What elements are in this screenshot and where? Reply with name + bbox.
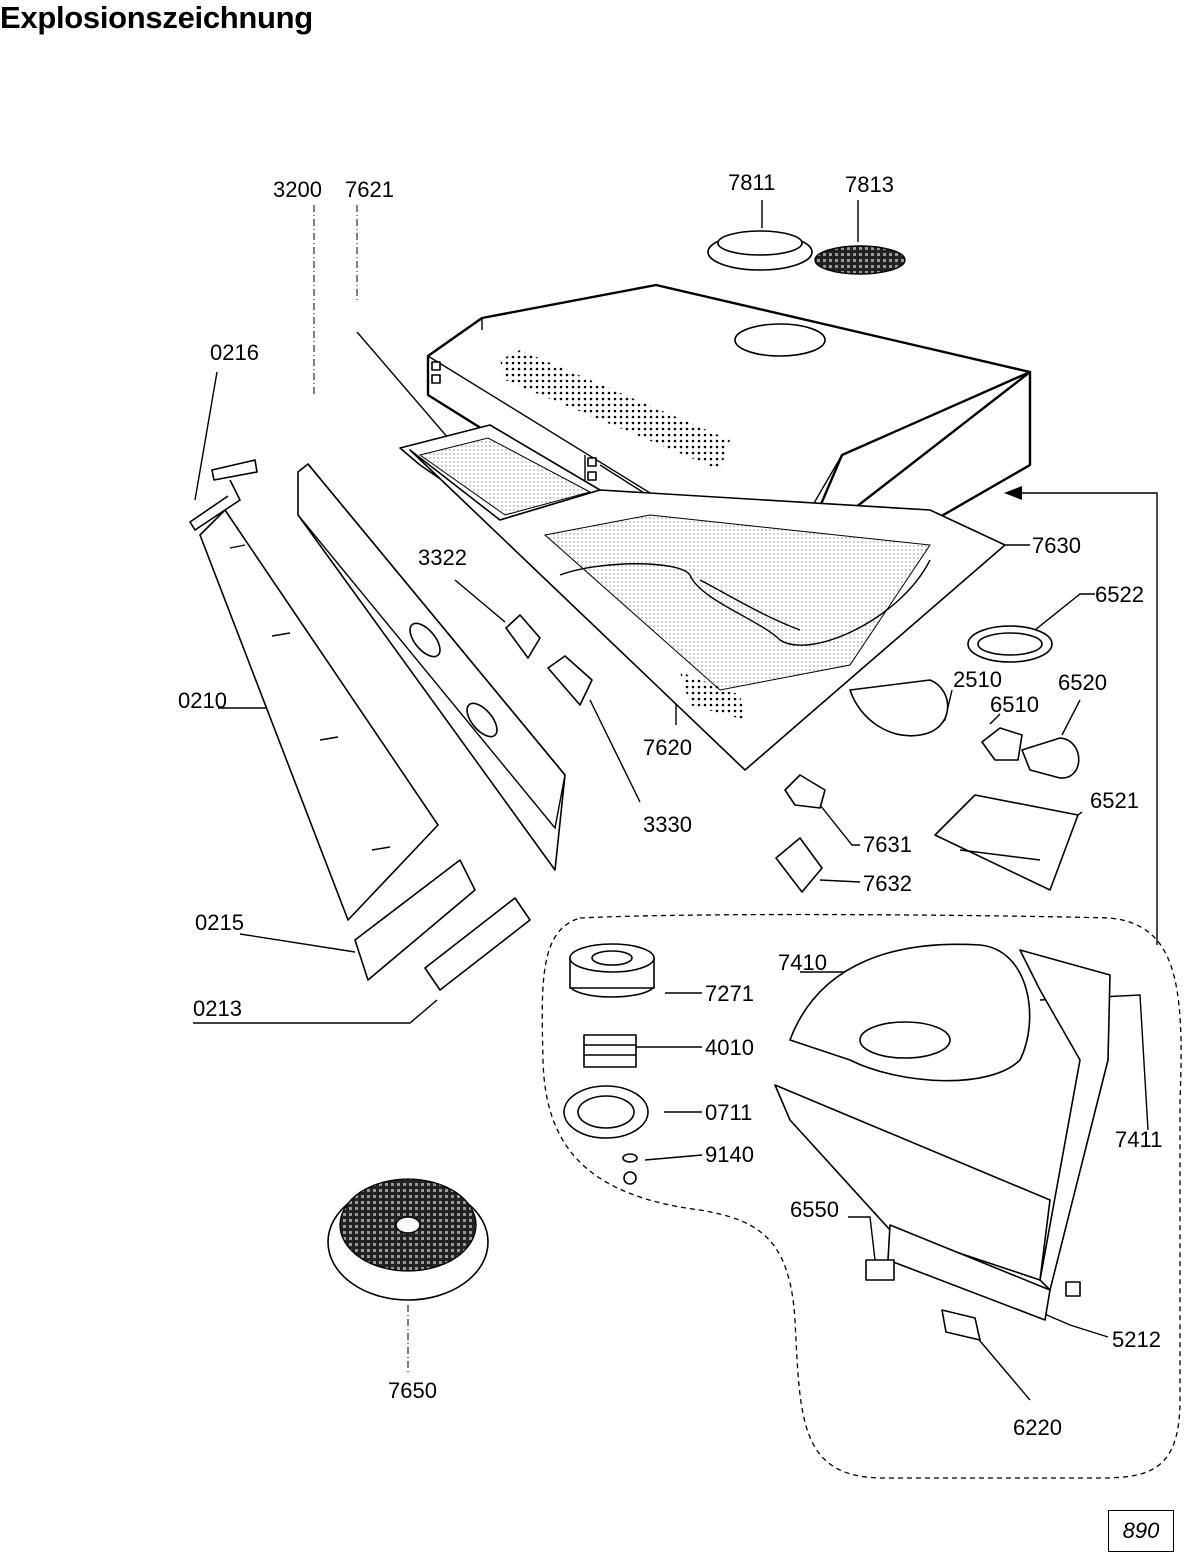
label-7813: 7813 xyxy=(845,172,894,197)
label-7630: 7630 xyxy=(1032,533,1081,558)
assembly-arrow xyxy=(1004,486,1158,945)
part-6220 xyxy=(941,1309,981,1341)
label-7811: 7811 xyxy=(728,170,775,195)
label-3330: 3330 xyxy=(643,812,692,837)
label-0216: 0216 xyxy=(210,340,259,365)
front-panel-3200 xyxy=(297,463,566,871)
label-2510: 2510 xyxy=(953,667,1002,692)
clip-7631 xyxy=(784,774,826,809)
label-5212: 5212 xyxy=(1112,1327,1161,1352)
lamp-cover-6522 xyxy=(967,625,1053,663)
air-outlet-ring-7811 xyxy=(707,230,813,271)
lamp-holder-6521 xyxy=(934,794,1079,891)
switch-3330 xyxy=(547,655,593,706)
label-7411: 7411 xyxy=(1115,1127,1162,1152)
bulb-6520 xyxy=(1021,737,1080,779)
switch-3322 xyxy=(505,614,541,659)
glass-panel-0210 xyxy=(199,509,439,921)
bracket-0216 xyxy=(189,459,258,531)
label-3322: 3322 xyxy=(418,545,467,570)
part-5212-clip xyxy=(1065,1281,1081,1297)
label-0215: 0215 xyxy=(195,910,244,935)
label-6521: 6521 xyxy=(1090,788,1139,813)
fan-housing-7410 xyxy=(774,943,1111,1321)
label-7631: 7631 xyxy=(863,832,912,857)
page-number-box: 890 xyxy=(1108,1510,1174,1552)
label-0213: 0213 xyxy=(193,996,242,1021)
label-3200: 3200 xyxy=(273,177,322,202)
label-7620: 7620 xyxy=(643,735,692,760)
page-title: Explosionszeichnung xyxy=(0,0,313,35)
label-6520: 6520 xyxy=(1058,670,1107,695)
label-0711: 0711 xyxy=(705,1100,752,1125)
label-6522: 6522 xyxy=(1095,582,1144,607)
label-4010: 4010 xyxy=(705,1035,754,1060)
backdraft-grid-7813 xyxy=(814,245,906,275)
part-labels: 7811 7813 3200 7621 0216 7630 6522 3322 … xyxy=(178,170,1162,1440)
bulb-6510 xyxy=(981,727,1023,761)
label-7621: 7621 xyxy=(345,177,394,202)
label-7271: 7271 xyxy=(705,981,754,1006)
label-6510: 6510 xyxy=(990,692,1039,717)
label-7410: 7410 xyxy=(778,950,827,975)
label-9140: 9140 xyxy=(705,1142,754,1167)
label-7632: 7632 xyxy=(863,871,912,896)
carbon-filter-7650 xyxy=(327,1178,489,1301)
switch-7632 xyxy=(775,837,823,893)
washer-9140 xyxy=(622,1153,638,1185)
side-bracket-0215 xyxy=(354,859,476,981)
label-7650: 7650 xyxy=(388,1378,437,1403)
filter-frame-7630 xyxy=(409,449,1006,771)
impeller-0711 xyxy=(563,1085,649,1139)
grease-filter-7621 xyxy=(399,424,601,521)
label-6220: 6220 xyxy=(1013,1415,1062,1440)
control-unit-0213 xyxy=(424,897,531,991)
label-0210: 0210 xyxy=(178,688,227,713)
capacitor-4010 xyxy=(583,1034,637,1068)
part-6550 xyxy=(865,1259,895,1281)
motor-7271 xyxy=(569,943,655,998)
label-6550: 6550 xyxy=(790,1197,839,1222)
